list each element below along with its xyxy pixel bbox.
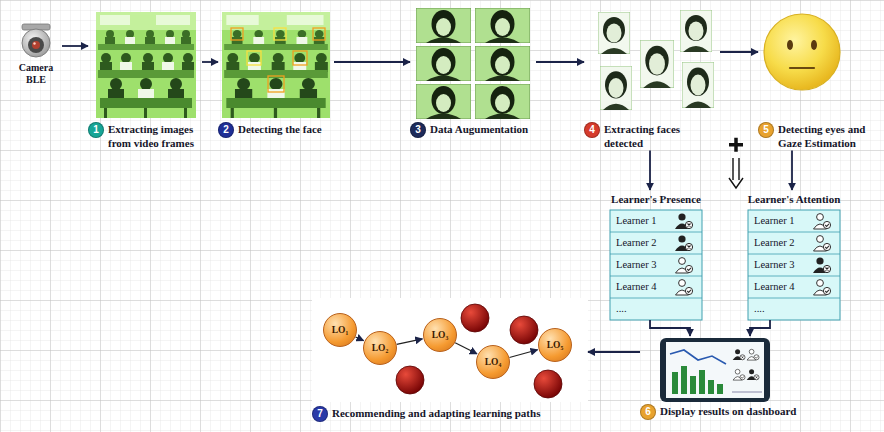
process-step: 7 Recommending and adapting learning path… — [312, 298, 588, 422]
node-text: Detecting the face — [238, 122, 322, 137]
node-text: .... — [616, 298, 674, 320]
flow-arrow — [397, 339, 423, 345]
node-text: Learner 3 — [754, 254, 812, 276]
callout-number: 1 — [88, 122, 104, 138]
list-row: .... — [616, 298, 674, 320]
callout-number: 5 — [758, 122, 774, 138]
learning-object: LO₂ — [363, 331, 397, 365]
plus-sign — [729, 138, 743, 152]
node-text: Detecting eyes and Gaze Estimation — [778, 122, 870, 151]
flow-arrow — [720, 51, 758, 53]
unselected-objects — [396, 304, 562, 398]
flow-arrow — [356, 337, 364, 341]
list-row: Learner 3 — [616, 254, 674, 276]
dashboard-tablet — [660, 338, 770, 402]
list-row: Learner 3 — [754, 254, 812, 276]
step-caption: 7 Recommending and adapting learning path… — [312, 406, 588, 422]
process-step: 4Extracting faces detected — [584, 8, 720, 151]
node-text: LO₅ — [547, 340, 564, 350]
callout-number: 2 — [218, 122, 234, 138]
presence-icons — [675, 213, 693, 295]
step-caption: 2 Detecting the face — [218, 122, 334, 138]
flow-arrow — [202, 61, 218, 63]
node-text: Learner 2 — [754, 232, 812, 254]
step-caption: 1Extracting images from video frames — [88, 122, 202, 151]
node-text: LO₄ — [485, 357, 502, 367]
node-text: Learner 4 — [754, 276, 812, 298]
process-step: 3 Data Augumentation — [410, 4, 536, 138]
classroom-photo — [222, 12, 330, 118]
node-text: LO₁ — [332, 325, 349, 335]
flow-arrow — [750, 320, 770, 336]
learning-object: LO₄ — [476, 345, 510, 379]
node-text: Recommending and adapting learning paths — [332, 406, 540, 421]
step-caption: 6 Display results on dashboard — [640, 404, 812, 420]
list-row: Learner 4 — [616, 276, 674, 298]
node-text: LO₂ — [372, 343, 389, 353]
flow-arrow — [334, 61, 410, 63]
step-caption: 5Detecting eyes and Gaze Estimation — [758, 122, 870, 151]
flow-arrow — [62, 45, 88, 47]
step-caption: 3 Data Augumentation — [410, 122, 536, 138]
path-area — [312, 298, 588, 402]
list-row: Learner 1 — [754, 210, 812, 232]
flow-arrow — [649, 151, 651, 191]
face-emoji — [764, 14, 840, 90]
callout-number: 4 — [584, 122, 600, 138]
learning-object: LO₁ — [323, 313, 357, 347]
flow-arrow — [536, 61, 584, 63]
node-text: Learner 4 — [616, 276, 674, 298]
process-step: 2 Detecting the face — [218, 10, 334, 138]
list-row: Learner 4 — [754, 276, 812, 298]
face-crops — [598, 10, 714, 110]
learning-object: LO₃ — [423, 318, 457, 352]
node-text: LO₃ — [432, 330, 449, 340]
node-text: Extracting faces detected — [604, 122, 720, 151]
learning-object: LO₅ — [538, 328, 572, 362]
flow-arrow — [588, 351, 640, 353]
node-text: Display results on dashboard — [660, 404, 796, 419]
node-text: Learner 1 — [616, 210, 674, 232]
list-row: .... — [754, 298, 812, 320]
process-step: 1Extracting images from video frames — [88, 10, 202, 151]
attention-table — [748, 210, 840, 320]
double-arrow — [729, 158, 743, 188]
node-text: Camera BLE — [10, 62, 62, 86]
augmented-faces — [416, 8, 530, 119]
flow-arrow — [650, 320, 690, 336]
flow-arrow — [791, 151, 793, 191]
list-panel: Learner's PresenceLearner 1Learner 2Lear… — [604, 190, 708, 320]
flow-arrow — [509, 350, 537, 358]
camera-node: Camera BLE — [10, 24, 62, 86]
step-caption: 4Extracting faces detected — [584, 122, 720, 151]
callout-number: 3 — [410, 122, 426, 138]
flow-arrow — [455, 343, 477, 354]
node-text: Learner 2 — [616, 232, 674, 254]
list-row: Learner 2 — [616, 232, 674, 254]
callout-number: 6 — [640, 404, 656, 420]
presence-table — [610, 210, 702, 320]
list-row: Learner 2 — [754, 232, 812, 254]
classroom-photo — [96, 12, 196, 118]
process-step: 6 Display results on dashboard — [640, 336, 812, 420]
process-step: 5Detecting eyes and Gaze Estimation — [758, 10, 870, 151]
callout-number: 7 — [312, 406, 328, 422]
node-text: Data Augumentation — [430, 122, 528, 137]
node-text: Learner's Presence — [604, 190, 708, 207]
camera-icon — [22, 24, 50, 57]
node-text: .... — [754, 298, 812, 320]
attention-icons — [813, 214, 831, 295]
node-text: Learner 3 — [616, 254, 674, 276]
face-boxes — [231, 28, 325, 92]
node-text: Learner's Attention — [742, 190, 846, 207]
node-text: Extracting images from video frames — [108, 122, 202, 151]
list-row: Learner 1 — [616, 210, 674, 232]
node-text: Learner 1 — [754, 210, 812, 232]
list-panel: Learner's AttentionLearner 1Learner 2Lea… — [742, 190, 846, 320]
